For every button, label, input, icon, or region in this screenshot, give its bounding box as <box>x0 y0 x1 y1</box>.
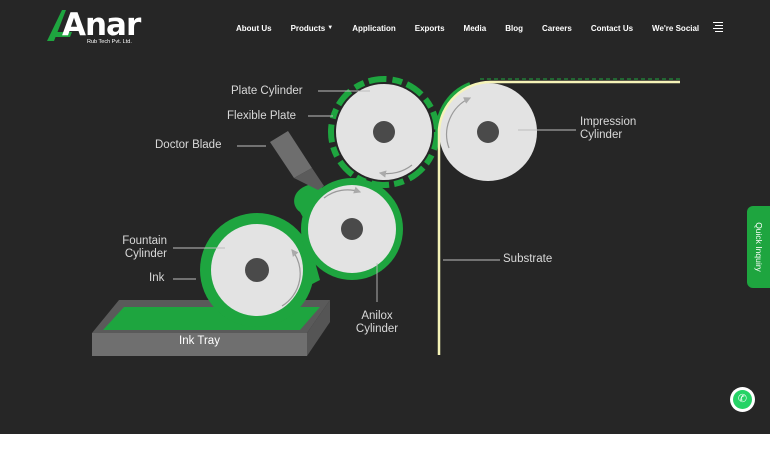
nav-careers[interactable]: Careers <box>542 23 572 33</box>
nav-contact-us[interactable]: Contact Us <box>590 23 634 33</box>
plate-cylinder <box>328 76 440 188</box>
logo[interactable]: Anar Rub Tech Pvt. Ltd. <box>44 8 144 50</box>
anilox-cylinder <box>308 185 396 273</box>
whatsapp-icon: ✆ <box>733 390 752 409</box>
flexo-printing-diagram <box>92 76 680 356</box>
quick-inquiry-label: Quick Inquiry <box>753 222 764 272</box>
nav-about-us[interactable]: About Us <box>236 23 272 33</box>
logo-brand: Anar <box>62 7 141 43</box>
nav-exports[interactable]: Exports <box>414 23 445 33</box>
caret-down-icon: ▼ <box>327 25 334 31</box>
hero-section: Anar Rub Tech Pvt. Ltd. About Us Product… <box>0 0 770 434</box>
doctor-blade <box>270 131 324 190</box>
label-ink: Ink <box>149 272 165 284</box>
label-doctor-blade: Doctor Blade <box>155 139 222 151</box>
logo-mark-icon <box>47 10 72 41</box>
hamburger-icon[interactable] <box>711 22 723 32</box>
substrate <box>437 78 680 355</box>
label-impression-cylinder: Impression Cylinder <box>580 116 637 141</box>
nav-products[interactable]: Products▼ <box>290 23 334 33</box>
whatsapp-button[interactable]: ✆ <box>730 387 755 412</box>
nav-blog[interactable]: Blog <box>505 23 523 33</box>
impression-cylinder <box>435 82 537 181</box>
label-flexible-plate: Flexible Plate <box>227 110 297 122</box>
logo-tagline: Rub Tech Pvt. Ltd. <box>87 39 132 45</box>
main-nav: About Us Products▼ Application Exports M… <box>236 20 718 36</box>
nav-application[interactable]: Application <box>352 23 396 33</box>
label-ink-tray: Ink Tray <box>179 335 220 347</box>
nav-media[interactable]: Media <box>463 23 487 33</box>
leader-lines <box>173 90 576 302</box>
label-plate-cylinder: Plate Cylinder <box>231 85 303 97</box>
label-anilox-cylinder: Anilox Cylinder <box>355 310 399 335</box>
nav-were-social[interactable]: We're Social <box>652 23 700 33</box>
quick-inquiry-tab[interactable]: Quick Inquiry <box>747 206 770 288</box>
fountain-cylinder <box>211 224 303 316</box>
label-substrate: Substrate <box>503 253 553 265</box>
label-fountain-cylinder: Fountain Cylinder <box>122 235 167 260</box>
